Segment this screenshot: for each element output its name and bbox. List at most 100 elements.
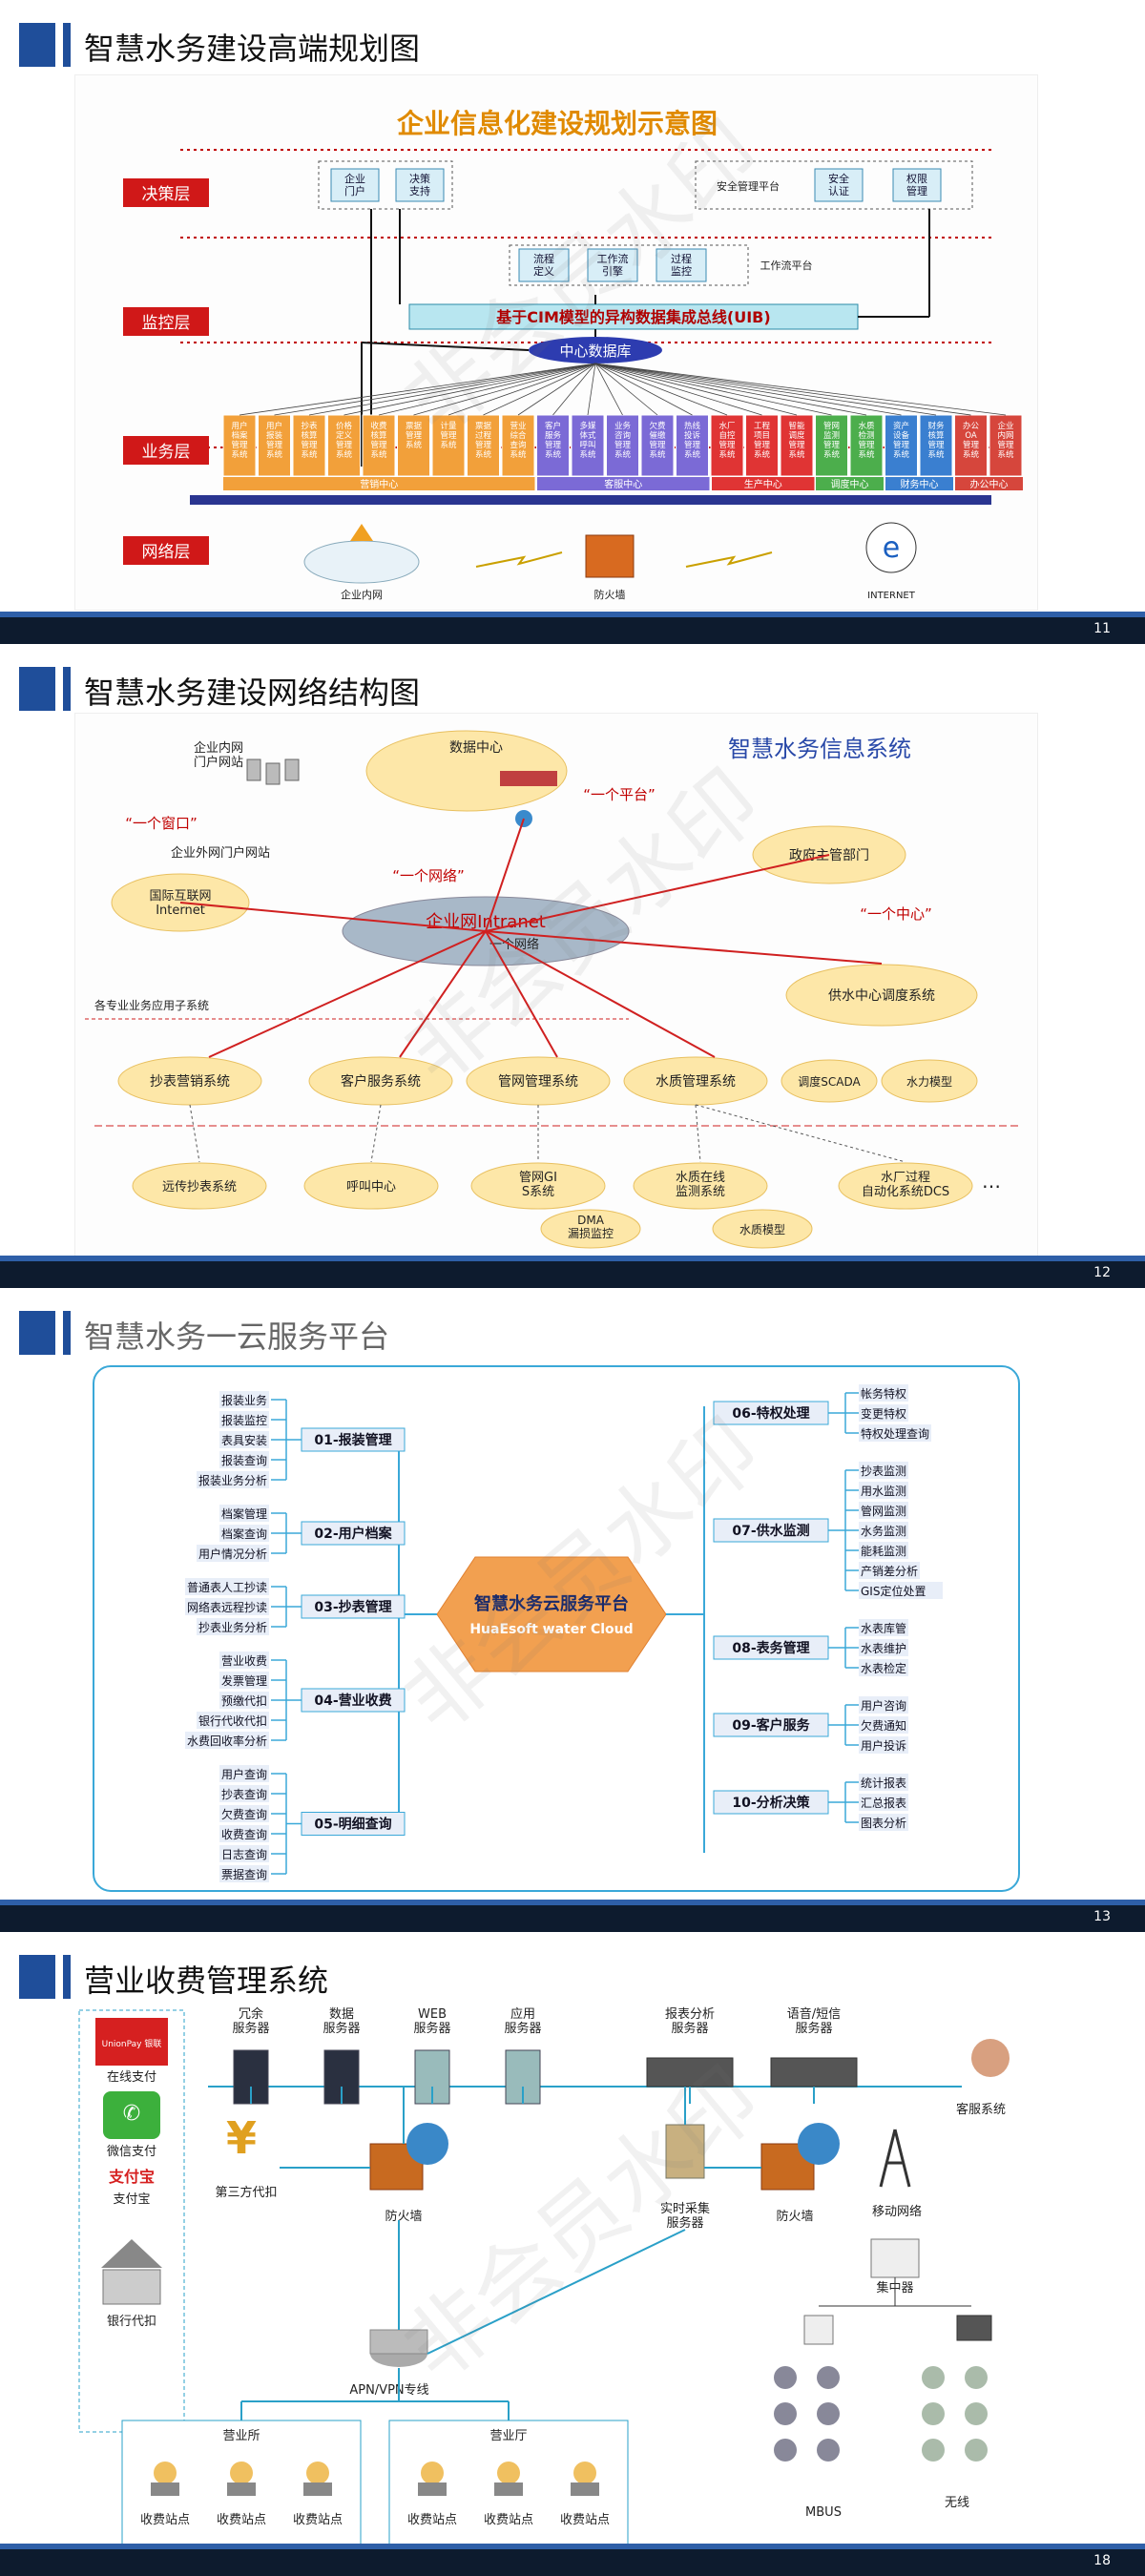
flow-box xyxy=(518,248,570,282)
item-box xyxy=(219,1451,269,1468)
station-label: 收费站点 xyxy=(140,2513,190,2527)
module-box xyxy=(713,1401,829,1425)
page-number: 12 xyxy=(1093,1265,1111,1280)
biz-system-label: 系统 xyxy=(370,449,387,460)
flow-box xyxy=(587,248,638,282)
firewall-icon xyxy=(585,534,635,578)
lightning-icon xyxy=(475,551,563,568)
biz-group xyxy=(712,477,815,490)
item-label: 普通表人工抄读 xyxy=(187,1581,267,1594)
item-label: 报装业务分析 xyxy=(198,1473,267,1487)
apn-label: APN/VPN专线 xyxy=(349,2383,428,2398)
biz-system-label: 管理 xyxy=(475,440,492,450)
item-label: 能耗监测 xyxy=(861,1545,906,1558)
server-label: 应用 xyxy=(510,2006,535,2022)
item-box xyxy=(219,1505,269,1522)
biz-system-label: 催缴 xyxy=(649,430,666,441)
red-link xyxy=(485,818,525,932)
internet-icon xyxy=(865,522,917,573)
station-label: 收费站点 xyxy=(217,2513,266,2527)
module-label: 08-表务管理 xyxy=(732,1640,809,1656)
item-box xyxy=(859,1639,908,1656)
station-label: 收费站点 xyxy=(484,2513,533,2527)
slide-footer: 12 xyxy=(0,1256,1145,1288)
item-label: 管网监测 xyxy=(861,1504,906,1518)
item-label: 图表分析 xyxy=(861,1817,906,1830)
biz-group xyxy=(537,477,710,490)
item-label: 抄表查询 xyxy=(221,1788,267,1801)
biz-system-label: 系统 xyxy=(510,449,527,460)
portal-label: 企业 xyxy=(344,172,365,185)
fan-line xyxy=(308,363,596,416)
item-box xyxy=(219,1525,269,1542)
biz-system-box xyxy=(676,414,709,477)
fan-line xyxy=(448,363,596,416)
fan-line xyxy=(344,363,596,416)
biz-system-box xyxy=(954,414,988,477)
collector-label: 实时采集 xyxy=(660,2201,710,2216)
item-box xyxy=(185,1732,269,1749)
biz-system-label: 档案 xyxy=(231,430,248,441)
slide-18: 营业收费管理系统 UnionPay 银联在线支付✆微信支付支付宝支付宝银行代扣冗… xyxy=(0,1932,1145,2576)
red-link xyxy=(399,930,487,1058)
biz-system-label: 管理 xyxy=(684,440,701,450)
item-box xyxy=(859,1716,908,1734)
mobile-label: 移动网络 xyxy=(872,2204,922,2219)
slide-header: 智慧水务一云服务平台 xyxy=(19,1307,1069,1357)
workstation-desk xyxy=(303,2483,332,2496)
biz-system-box xyxy=(606,414,639,477)
payment-label: 在线支付 xyxy=(107,2070,156,2085)
fan-line xyxy=(587,363,596,416)
app-label: 抄表营销系统 xyxy=(150,1074,230,1090)
biz-system-label: 水厂 xyxy=(718,421,735,431)
billing-system-svg: UnionPay 银联在线支付✆微信支付支付宝支付宝银行代扣冗余服务器数据服务器… xyxy=(78,2006,1010,2545)
portal-box xyxy=(395,168,445,202)
biz-system-label: 系统 xyxy=(301,449,318,460)
workstation-icon xyxy=(230,2462,253,2484)
item-box xyxy=(859,1502,908,1519)
item-label: 特权处理查询 xyxy=(861,1426,929,1441)
water-meter-icon xyxy=(817,2439,840,2462)
biz-system-label: 业务 xyxy=(614,421,632,431)
fan-line xyxy=(594,363,832,416)
security-label: 认证 xyxy=(828,185,849,197)
item-label: 票据查询 xyxy=(221,1868,267,1881)
biz-system-box xyxy=(362,414,396,477)
module-label: 09-客户服务 xyxy=(732,1717,810,1734)
collector-icon xyxy=(665,2124,705,2179)
workstation-desk xyxy=(418,2483,447,2496)
item-box xyxy=(859,1659,908,1676)
biz-system-box xyxy=(501,414,535,477)
subsys-label: 各专业业务应用子系统 xyxy=(94,998,209,1012)
security-box xyxy=(892,168,942,202)
bottom-label: 水厂过程 xyxy=(881,1171,930,1185)
biz-system-label: 管理 xyxy=(406,430,423,441)
connector xyxy=(427,2229,686,2355)
biz-group xyxy=(816,477,884,490)
bottom-label: S系统 xyxy=(522,1185,554,1199)
intranet-cloud xyxy=(303,540,420,584)
layer-label-box xyxy=(123,436,209,465)
water-meter-icon xyxy=(774,2402,797,2425)
item-box xyxy=(197,1618,269,1635)
bank-icon xyxy=(101,2239,162,2268)
station-label: 收费站点 xyxy=(407,2513,457,2527)
dashed-link xyxy=(189,1104,200,1163)
item-label: 档案查询 xyxy=(221,1527,267,1541)
slide-title: 智慧水务一云服务平台 xyxy=(84,1319,390,1355)
item-box xyxy=(859,1404,908,1422)
app-label: 客户服务系统 xyxy=(341,1073,421,1090)
biz-system-box xyxy=(571,414,605,477)
biz-system-label: 营业 xyxy=(510,421,526,431)
wq-model-cloud xyxy=(712,1209,813,1249)
item-box xyxy=(219,1411,269,1428)
workstation-desk xyxy=(151,2483,179,2496)
item-box xyxy=(219,1825,269,1842)
dispatch-sub-label: 调度SCADA xyxy=(798,1074,861,1089)
planning-diagram: 企业信息化建设规划示意图决策层监控层业务层网络层企业门户决策支持安全管理平台安全… xyxy=(74,74,1038,611)
item-box xyxy=(859,1736,908,1754)
item-box xyxy=(859,1814,908,1831)
item-label: 报装监控 xyxy=(221,1413,267,1427)
biz-system-label: 系统 xyxy=(475,449,492,460)
